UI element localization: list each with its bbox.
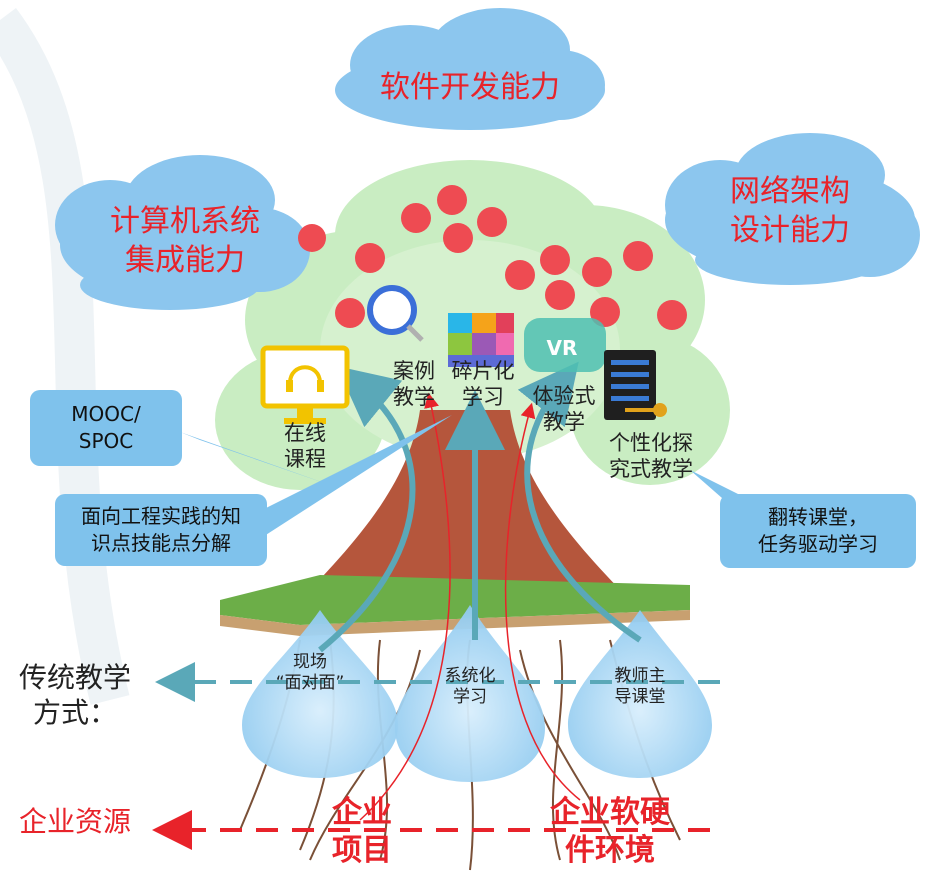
enterprise-env-label: 企业软硬 件环境	[550, 795, 670, 868]
callout-pointer-engineering	[258, 415, 452, 540]
apple	[582, 257, 612, 287]
apple	[545, 280, 575, 310]
apple	[437, 185, 467, 215]
label-experience-teaching: 体验式 教学	[532, 384, 596, 435]
water-drop-right	[568, 610, 712, 778]
apple	[355, 243, 385, 273]
magnifier-icon	[367, 285, 424, 342]
apple	[335, 298, 365, 328]
cloud-system-text: 计算机系统 集成能力	[110, 204, 260, 278]
apple	[443, 223, 473, 253]
callout-pointer-mooc	[180, 432, 330, 485]
label-fragment-learning: 碎片化 学习	[451, 359, 515, 410]
callout-flipped: 翻转课堂， 任务驱动学习	[720, 494, 916, 568]
enterprise-arrows	[359, 392, 581, 821]
apple	[590, 297, 620, 327]
callout-engineering: 面向工程实践的知 识点技能点分解	[55, 494, 267, 566]
headset-monitor-icon	[260, 345, 350, 424]
apple	[505, 260, 535, 290]
callout-mooc: MOOC/ SPOC	[30, 390, 182, 466]
ground-plate	[220, 575, 690, 636]
apple	[477, 207, 507, 237]
apple	[298, 224, 326, 252]
drop-right-label: 教师主 导课堂	[614, 666, 666, 708]
cloud-system	[55, 155, 310, 310]
enterprise-resources-label: 企业资源	[18, 805, 131, 838]
water-drop-left	[242, 610, 398, 778]
puzzle-icon	[448, 313, 514, 367]
apple	[623, 241, 653, 271]
enterprise-project-label: 企业 项目	[332, 795, 392, 868]
apples	[298, 185, 687, 330]
drop-middle-label: 系统化 学习	[444, 666, 496, 708]
apple	[401, 203, 431, 233]
server-key-icon	[604, 350, 667, 420]
svg-text:VR: VR	[547, 336, 578, 360]
cloud-network	[665, 133, 920, 285]
apple	[657, 300, 687, 330]
apple	[540, 245, 570, 275]
label-online-course: 在线 课程	[284, 421, 326, 472]
cloud-software	[335, 8, 605, 130]
background-swirl	[0, 8, 130, 705]
cloud-network-text: 网络架构 设计能力	[730, 174, 850, 248]
vr-headset-icon: VR	[524, 318, 606, 372]
water-drop-middle	[395, 605, 545, 782]
growth-arrows	[318, 361, 642, 653]
cloud-software-text: 软件开发能力	[380, 70, 560, 105]
label-personal-inquiry: 个性化探 究式教学	[609, 431, 693, 482]
label-case-teaching: 案例 教学	[393, 359, 435, 410]
traditional-teaching-label: 传统教学 方式：	[18, 661, 131, 729]
drop-left-label: 现场 “面对面”	[275, 652, 345, 694]
